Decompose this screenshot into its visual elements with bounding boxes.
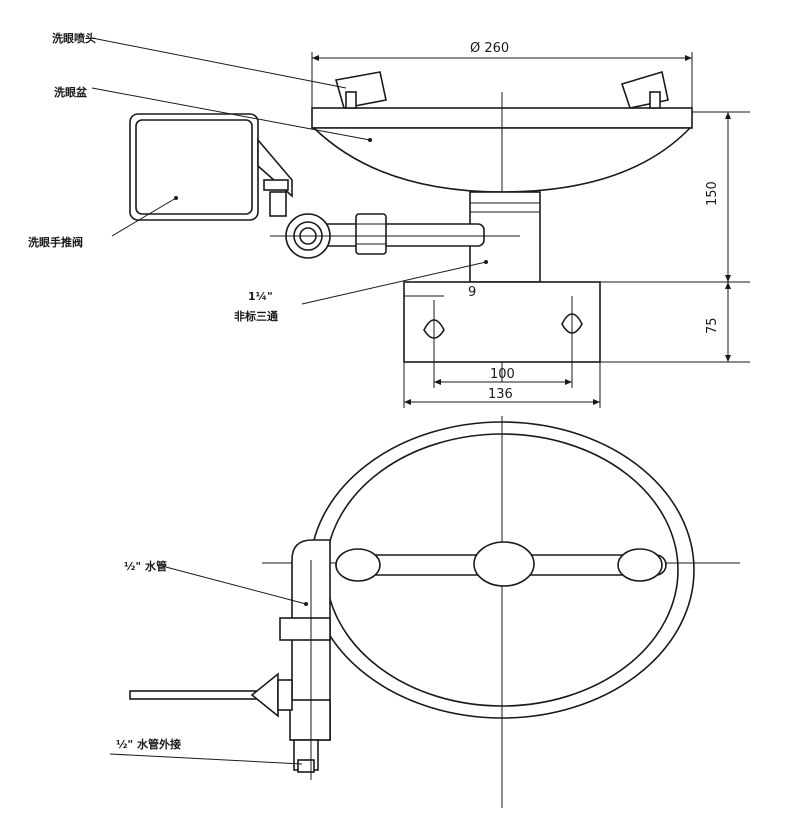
- label-tee-name: 非标三通: [234, 309, 278, 323]
- valve-box: [129, 113, 293, 221]
- top-view: ½" 水管 ½" 水管外接: [109, 416, 740, 808]
- spray-head-center-icon: [473, 541, 535, 587]
- dim-hole-spacing: 100: [490, 367, 515, 382]
- spray-head-left-icon: [335, 548, 381, 582]
- dim-base-width: 136: [488, 387, 513, 402]
- horizontal-pipe: [270, 213, 520, 259]
- label-basin: 洗眼盆: [54, 85, 88, 99]
- nozzle-right-icon: [620, 70, 669, 109]
- supply-pipe: [279, 539, 331, 780]
- label-pipe-outer: ½" 水管外接: [116, 737, 181, 751]
- spray-head-right-icon: [617, 548, 663, 582]
- nozzle-left-icon: [334, 71, 387, 109]
- dim-height-base: 75: [705, 317, 720, 334]
- dim-height-bowl: 150: [705, 181, 720, 206]
- label-nozzle: 洗眼喷头: [52, 31, 96, 45]
- base-plate: [403, 281, 601, 363]
- dim-offset: 9: [468, 285, 476, 300]
- label-pipe: ½" 水管: [124, 559, 167, 573]
- label-valve: 洗眼手推阀: [28, 235, 83, 249]
- side-view: Ø 260 150 75 9 100 136 洗眼喷头 洗眼盆 洗眼手推阀 1¼…: [28, 31, 750, 408]
- push-handle: [129, 672, 293, 718]
- label-tee-size: 1¼": [248, 290, 273, 303]
- mount-hole-left-icon: [423, 300, 445, 350]
- dim-diameter: Ø 260: [470, 41, 509, 56]
- mount-hole-right-icon: [561, 296, 583, 350]
